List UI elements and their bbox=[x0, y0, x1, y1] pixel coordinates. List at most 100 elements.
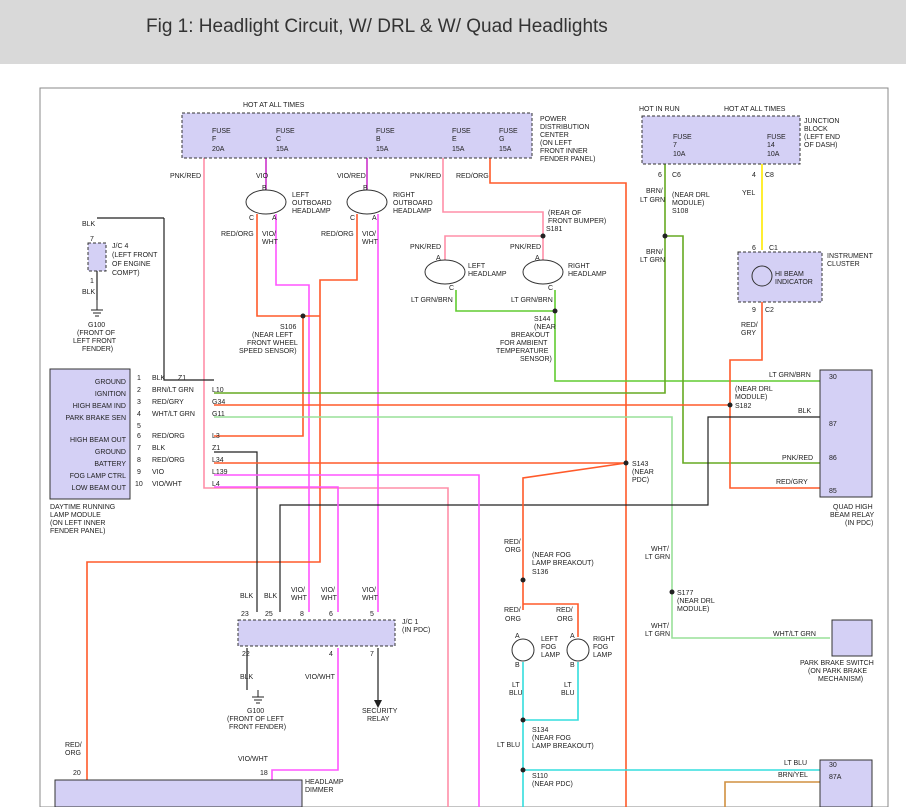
wire-blk-drl-pin7 bbox=[214, 451, 258, 612]
vio-wht-g-label: VIO/WHT bbox=[238, 756, 269, 763]
svg-text:WHT/LT GRN: WHT/LT GRN bbox=[152, 411, 195, 418]
svg-text:VIO: VIO bbox=[152, 469, 165, 476]
lt-blu-r-1: LT bbox=[564, 682, 572, 689]
hot-all-times-label-1: HOT AT ALL TIMES bbox=[243, 102, 305, 109]
ground-g100-bottom-icon bbox=[252, 690, 264, 704]
pdc-box bbox=[181, 112, 533, 159]
brn-lt-grn-label-2a: BRN/ bbox=[646, 249, 663, 256]
svg-text:RIGHT: RIGHT bbox=[593, 636, 616, 643]
hot-all-times-label-2: HOT AT ALL TIMES bbox=[724, 106, 786, 113]
svg-text:LAMP: LAMP bbox=[541, 652, 560, 659]
svg-text:LAMP: LAMP bbox=[593, 652, 612, 659]
svg-text:FUSE: FUSE bbox=[376, 128, 395, 135]
pnk-red-label-1: PNK/RED bbox=[170, 173, 201, 180]
fuse-f: FUSE F 20A bbox=[212, 128, 231, 153]
fuse-e: FUSE E 15A bbox=[452, 128, 471, 153]
svg-text:15A: 15A bbox=[376, 146, 389, 153]
svg-text:(NEAR PDC): (NEAR PDC) bbox=[532, 781, 573, 788]
svg-text:RIGHT: RIGHT bbox=[393, 192, 416, 199]
svg-text:B: B bbox=[376, 136, 381, 143]
jc1-label-1: J/C 1 bbox=[402, 619, 418, 626]
security-relay-label-1: SECURITY bbox=[362, 708, 398, 715]
pin-6-c6: 6 bbox=[658, 172, 662, 179]
svg-text:20A: 20A bbox=[212, 146, 225, 153]
vio-wht-e2: WHT bbox=[362, 595, 379, 602]
svg-text:FUSE: FUSE bbox=[212, 128, 231, 135]
svg-text:G100: G100 bbox=[88, 322, 105, 329]
brn-lt-grn-label-2b: LT GRN bbox=[640, 257, 665, 264]
fog-pin-b-l: B bbox=[515, 662, 520, 669]
pin-1-jc4: 1 bbox=[90, 278, 94, 285]
svg-text:7: 7 bbox=[137, 445, 141, 452]
vio-red-label: VIO/RED bbox=[337, 173, 366, 180]
svg-text:BLOCK: BLOCK bbox=[804, 126, 828, 133]
svg-text:S134: S134 bbox=[532, 727, 548, 734]
wire-lt-blu-fog-r bbox=[523, 662, 579, 721]
wire-red-org-fog bbox=[522, 462, 627, 610]
lamp-pin-c-ll: C bbox=[449, 285, 454, 292]
wire-lt-grn-brn-s144 bbox=[554, 290, 820, 382]
drl-pin-circuits: Z1 L10 G34 G11 L3 Z1 L34 L139 L4 bbox=[178, 375, 228, 488]
svg-text:LAMP BREAKOUT): LAMP BREAKOUT) bbox=[532, 560, 594, 567]
svg-text:SENSOR): SENSOR) bbox=[520, 356, 552, 363]
right-outboard-headlamp-icon bbox=[346, 189, 388, 215]
svg-text:(ON LEFT INNER: (ON LEFT INNER bbox=[50, 520, 106, 527]
fog-pin-a-r: A bbox=[570, 633, 575, 640]
svg-text:7: 7 bbox=[673, 142, 677, 149]
svg-text:30: 30 bbox=[829, 374, 837, 381]
svg-text:HEADLAMP: HEADLAMP bbox=[292, 208, 331, 215]
svg-text:HEADLAMP: HEADLAMP bbox=[393, 208, 432, 215]
jc1-bottom-pins: 22 4 7 bbox=[242, 651, 374, 658]
pnk-red-label-3: PNK/RED bbox=[410, 244, 441, 251]
right-outboard-label: RIGHT OUTBOARD HEADLAMP bbox=[393, 192, 433, 215]
relay2-pin-30: 30 bbox=[829, 762, 837, 769]
s143-label: S143 (NEAR PDC) bbox=[632, 461, 654, 484]
relay2-pin-87a: 87A bbox=[829, 774, 842, 781]
wht-lt-grn-2b: LT GRN bbox=[645, 631, 670, 638]
wire-red-gry-cluster bbox=[729, 300, 820, 489]
svg-text:MODULE): MODULE) bbox=[672, 200, 704, 207]
left-headlamp-label-2: HEADLAMP bbox=[468, 271, 507, 278]
fog-pin-a-l: A bbox=[515, 633, 520, 640]
right-headlamp-icon bbox=[522, 259, 564, 285]
splice-s136 bbox=[520, 577, 526, 583]
svg-text:FOG LAMP CTRL: FOG LAMP CTRL bbox=[70, 473, 126, 480]
wires bbox=[86, 158, 830, 807]
headlamp-dimmer-label-1: HEADLAMP bbox=[305, 779, 344, 786]
lamp-pin-c-rr: C bbox=[548, 285, 553, 292]
svg-text:BLK: BLK bbox=[152, 445, 166, 452]
left-outboard-label: LEFT OUTBOARD HEADLAMP bbox=[292, 192, 332, 215]
quad-relay-box bbox=[819, 369, 873, 498]
vio-wht-label-a1: VIO/ bbox=[262, 231, 276, 238]
svg-text:S143: S143 bbox=[632, 461, 648, 468]
jc1-top-pins: 23 25 8 6 5 bbox=[241, 611, 374, 618]
svg-text:LEFT: LEFT bbox=[541, 636, 559, 643]
svg-text:GROUND: GROUND bbox=[95, 449, 126, 456]
svg-text:DAYTIME RUNNING: DAYTIME RUNNING bbox=[50, 504, 115, 511]
svg-text:G100: G100 bbox=[247, 708, 264, 715]
svg-text:9: 9 bbox=[137, 469, 141, 476]
svg-text:7: 7 bbox=[370, 651, 374, 658]
svg-text:BREAKOUT: BREAKOUT bbox=[511, 332, 550, 339]
svg-text:85: 85 bbox=[829, 488, 837, 495]
svg-text:SPEED SENSOR): SPEED SENSOR) bbox=[239, 348, 297, 355]
lt-blu-l-1: LT bbox=[512, 682, 520, 689]
svg-text:S110: S110 bbox=[532, 773, 548, 780]
vio-wht-d1: VIO/ bbox=[321, 587, 335, 594]
svg-text:RED/GRY: RED/GRY bbox=[152, 399, 184, 406]
lt-grn-brn-relay-label: LT GRN/BRN bbox=[769, 372, 811, 379]
lamp-pin-a-rr: A bbox=[535, 255, 540, 262]
svg-text:OUTBOARD: OUTBOARD bbox=[292, 200, 332, 207]
s144-label: S144 (NEAR BREAKOUT FOR AMBIENT TEMPERAT… bbox=[496, 316, 556, 363]
wht-lt-grn-2a: WHT/ bbox=[651, 623, 669, 630]
conn-c1: C1 bbox=[769, 245, 778, 252]
svg-text:(ON LEFT: (ON LEFT bbox=[540, 140, 573, 147]
red-org-bottom-1: RED/ bbox=[65, 742, 82, 749]
fuse-14: FUSE 14 10A bbox=[767, 134, 786, 158]
svg-text:OF DASH): OF DASH) bbox=[804, 142, 837, 149]
red-org-fog-label-1: RED/ bbox=[504, 539, 521, 546]
svg-text:L34: L34 bbox=[212, 457, 224, 464]
svg-text:FRONT BUMPER): FRONT BUMPER) bbox=[548, 218, 606, 225]
relay-pins: 30 87 86 85 bbox=[829, 374, 837, 495]
fog-pin-b-r: B bbox=[570, 662, 575, 669]
